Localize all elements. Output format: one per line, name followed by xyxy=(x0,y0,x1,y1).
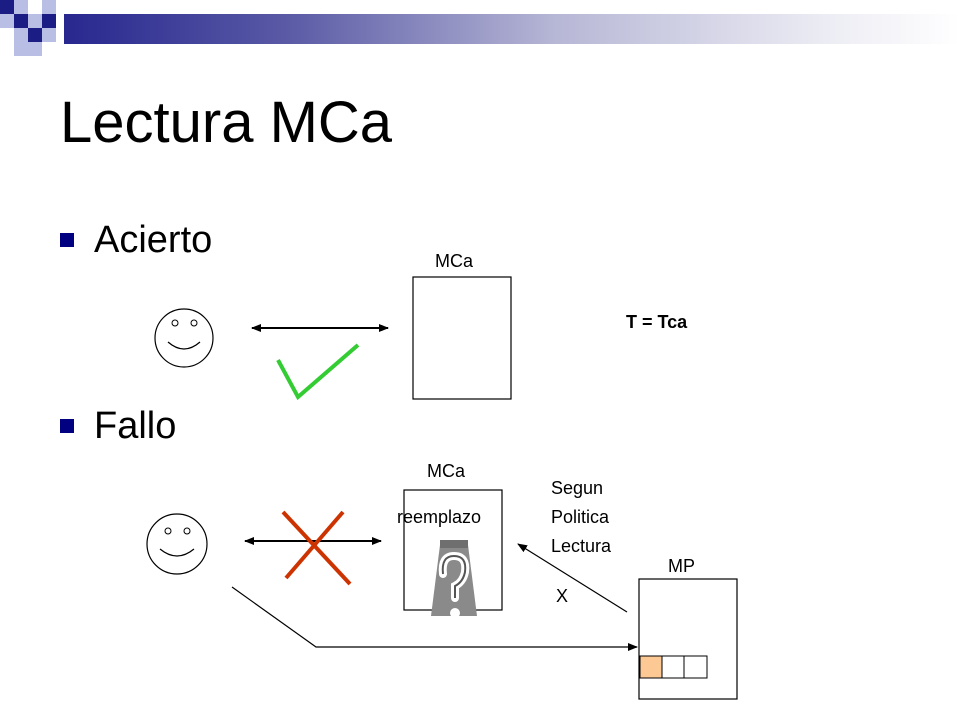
slide-title: Lectura MCa xyxy=(60,90,393,155)
memory-block-cell xyxy=(683,655,708,679)
hit-cache-box xyxy=(412,276,512,400)
check-mark-icon xyxy=(276,343,360,401)
request-to-memory-arrow xyxy=(231,586,638,651)
bullet-fallo-text: Fallo xyxy=(94,405,177,447)
replacement-label: reemplazo xyxy=(397,507,482,527)
main-memory-box xyxy=(638,578,738,700)
main-memory-label: MP xyxy=(668,556,695,576)
hit-cache-label: MCa xyxy=(435,251,474,271)
bullet-fallo: Fallo xyxy=(60,404,176,448)
bullet-square-icon xyxy=(60,233,74,247)
policy-label-line-1: Segun xyxy=(551,478,604,498)
memory-block-cell-highlighted xyxy=(639,655,663,679)
policy-label-line-3: Lectura xyxy=(551,536,612,556)
bullet-acierto: Acierto xyxy=(60,218,212,262)
cross-mark-icon xyxy=(281,510,352,586)
smiley-face-icon xyxy=(146,513,208,575)
bullet-acierto-text: Acierto xyxy=(94,219,213,261)
time-formula-label: T = Tca xyxy=(626,312,688,332)
question-mark-icon xyxy=(431,540,477,618)
smiley-face-icon xyxy=(154,308,214,368)
x-label: X xyxy=(556,586,569,606)
bullet-square-icon xyxy=(60,419,74,433)
header-gradient-bar xyxy=(64,14,960,44)
miss-cache-label: MCa xyxy=(427,461,466,481)
policy-label-line-2: Politica xyxy=(551,507,610,527)
memory-block-cell xyxy=(661,655,685,679)
memory-to-cache-arrow xyxy=(517,543,628,613)
